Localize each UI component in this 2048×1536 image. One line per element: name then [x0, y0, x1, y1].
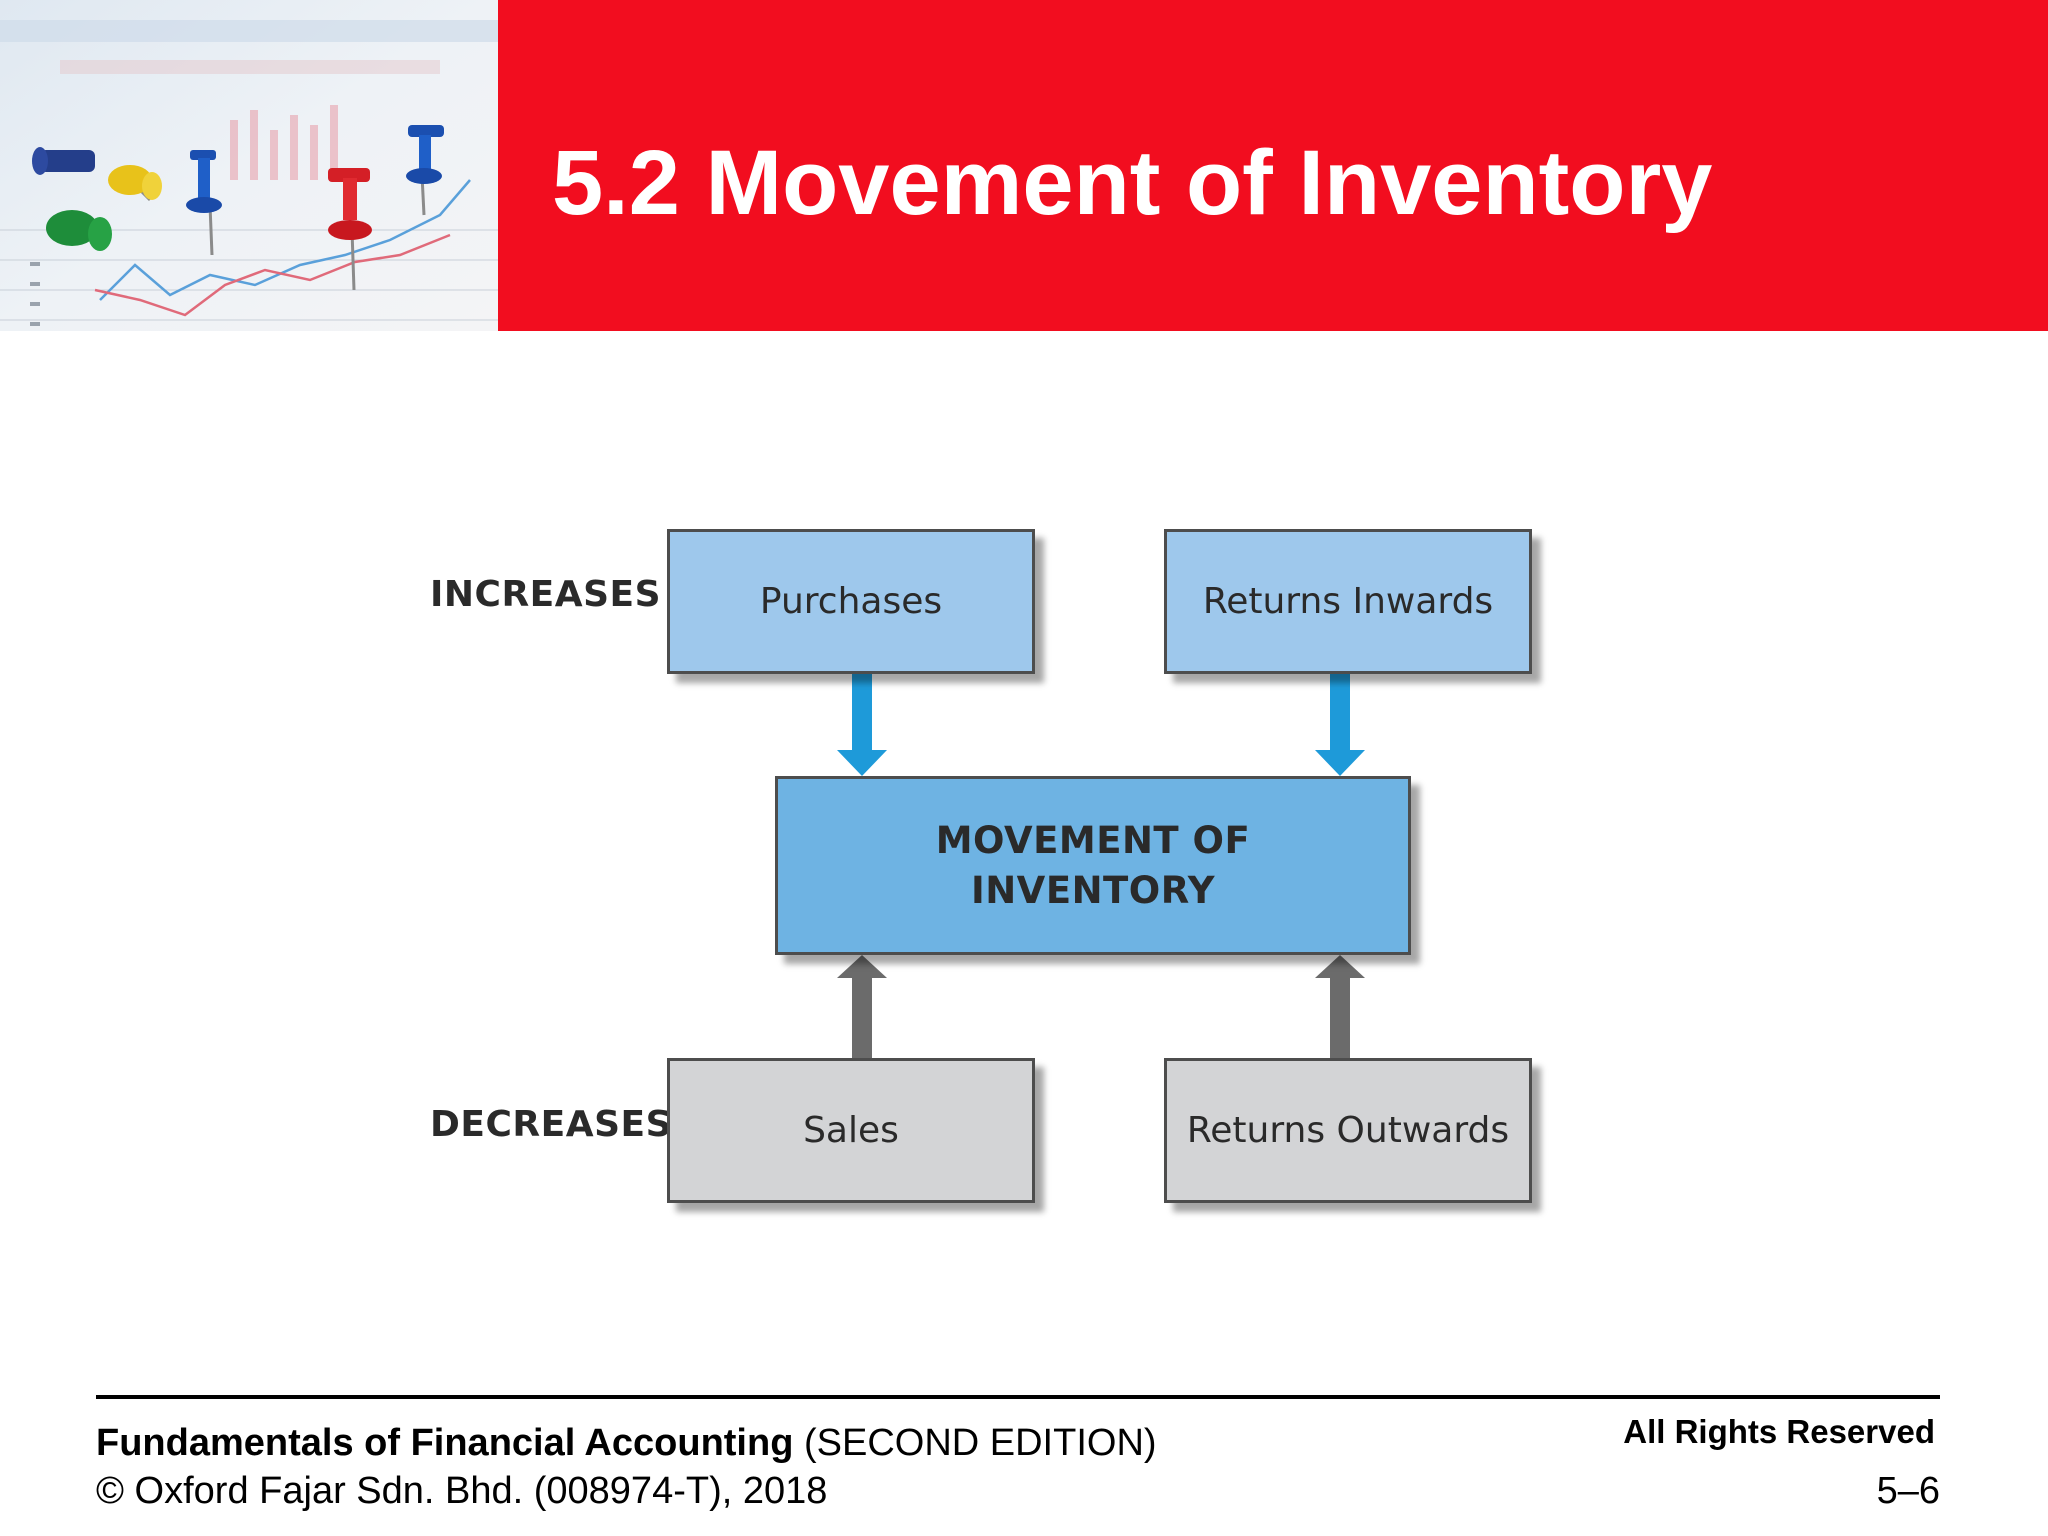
sales-label: Sales	[803, 1110, 899, 1151]
footer-divider	[96, 1395, 1940, 1399]
increases-label: INCREASES	[430, 574, 662, 615]
footer-rights: All Rights Reserved	[1623, 1413, 1935, 1450]
push-pins-chart-image	[0, 0, 498, 331]
movement-label-line2: INVENTORY	[970, 868, 1216, 912]
slide-title: 5.2 Movement of Inventory	[552, 132, 1713, 234]
footer-edition: (SECOND EDITION)	[793, 1422, 1157, 1464]
movement-of-inventory-label: MOVEMENT OF INVENTORY	[936, 816, 1251, 916]
footer-page-number: 5–6	[1876, 1470, 1940, 1512]
returns-inwards-box: Returns Inwards	[1164, 529, 1532, 674]
arrow-purchases-to-movement	[837, 674, 887, 776]
header-photo	[0, 0, 498, 331]
footer-book-info: Fundamentals of Financial Accounting (SE…	[96, 1422, 1157, 1465]
header-band	[498, 0, 2048, 331]
returns-outwards-label: Returns Outwards	[1186, 1110, 1510, 1151]
returns-outwards-box: Returns Outwards	[1164, 1058, 1532, 1203]
returns-inwards-label: Returns Inwards	[1202, 581, 1494, 622]
footer-copyright: © Oxford Fajar Sdn. Bhd. (008974-T), 201…	[96, 1470, 828, 1512]
purchases-box: Purchases	[667, 529, 1035, 674]
movement-label-line1: MOVEMENT OF	[935, 818, 1251, 862]
movement-of-inventory-box: MOVEMENT OF INVENTORY	[775, 776, 1411, 955]
arrow-sales-to-movement	[837, 955, 887, 1058]
purchases-label: Purchases	[759, 581, 943, 622]
arrow-returns-inwards-to-movement	[1315, 674, 1365, 776]
arrow-returns-outwards-to-movement	[1315, 955, 1365, 1058]
footer-book-title: Fundamentals of Financial Accounting	[96, 1422, 794, 1464]
sales-box: Sales	[667, 1058, 1035, 1203]
decreases-label: DECREASES	[430, 1104, 673, 1145]
